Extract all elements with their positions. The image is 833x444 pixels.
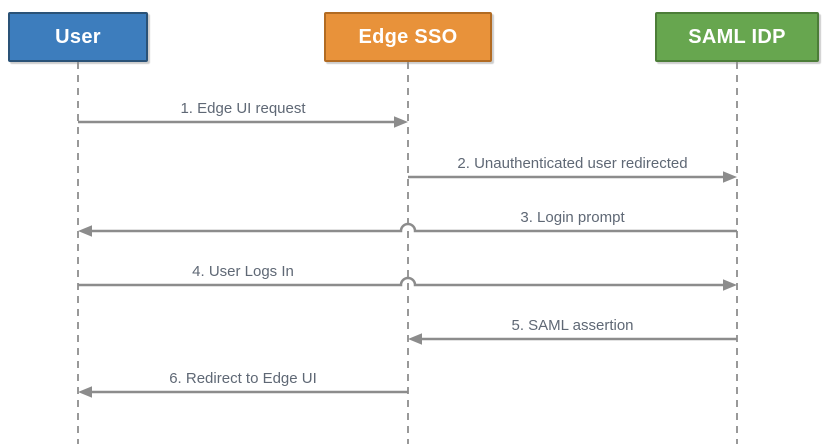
message-label-1: 1. Edge UI request	[180, 100, 306, 117]
arrow-login-prompt	[78, 222, 737, 237]
actor-box-user: User	[8, 12, 148, 62]
arrow-saml-assertion	[408, 333, 737, 345]
actor-box-edge-sso: Edge SSO	[324, 12, 492, 62]
actor-label-saml-idp: SAML IDP	[688, 25, 786, 48]
message-label-4: 4. User Logs In	[192, 263, 294, 280]
arrow-unauthenticated-user-redirected	[408, 171, 737, 183]
arrow-edge-ui-request	[78, 116, 408, 128]
message-label-3: 3. Login prompt	[520, 209, 625, 226]
message-label-2: 2. Unauthenticated user redirected	[457, 155, 688, 172]
actor-label-user: User	[55, 25, 101, 48]
lifeline-user	[77, 62, 79, 444]
actor-label-edge-sso: Edge SSO	[358, 25, 458, 48]
message-label-6: 6. Redirect to Edge UI	[169, 370, 317, 387]
lifeline-saml-idp	[736, 62, 738, 444]
arrow-redirect-to-edge-ui	[78, 386, 408, 398]
lifeline-edge-sso	[407, 62, 409, 444]
message-label-5: 5. SAML assertion	[511, 317, 634, 334]
arrow-user-logs-in	[78, 276, 737, 291]
actor-box-saml-idp: SAML IDP	[655, 12, 819, 62]
